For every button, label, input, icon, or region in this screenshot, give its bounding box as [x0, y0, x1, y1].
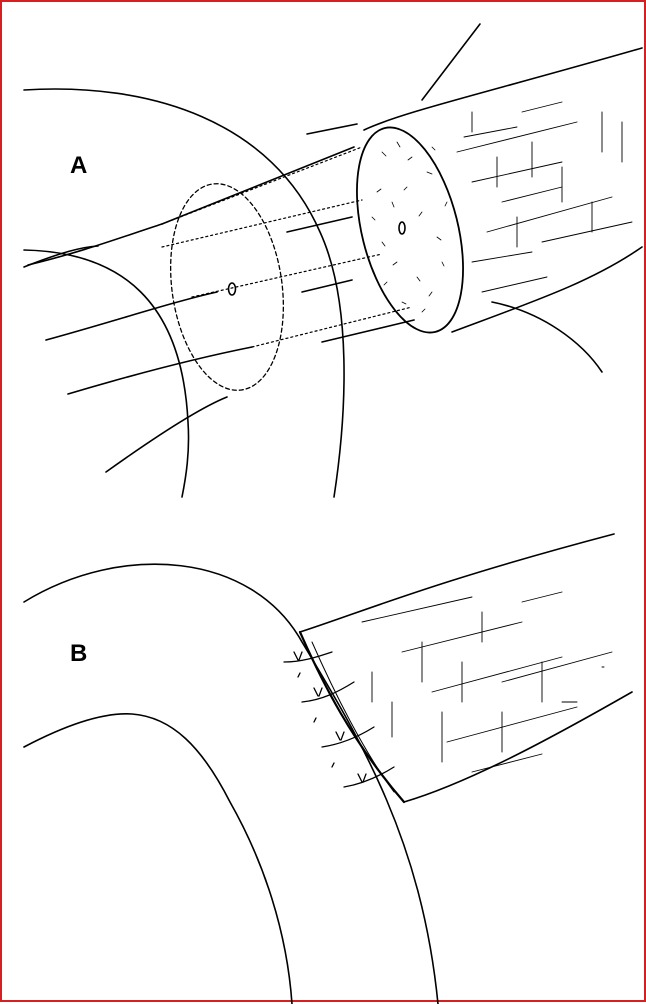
- organ-outer-contour-b: [24, 564, 438, 1004]
- graft-cylinder-bottom: [452, 247, 642, 332]
- panel-a-drawing: [24, 24, 642, 497]
- panel-label-b: B: [70, 642, 87, 666]
- panel-label-a: A: [70, 154, 87, 178]
- organ-inner-contour: [24, 250, 189, 497]
- graft-cylinder-top: [364, 48, 642, 130]
- graft-cut-face: [338, 117, 482, 344]
- graft-bottom-b: [404, 692, 632, 802]
- organ-outer-contour: [24, 89, 344, 497]
- organ-inner-contour-b: [24, 714, 292, 1004]
- graft-top-b: [300, 534, 614, 632]
- vessel-lumen-small: [229, 283, 236, 295]
- dashed-cross-section: [158, 176, 296, 397]
- suture-marks: [284, 652, 394, 787]
- panel-b-drawing: [24, 534, 632, 1004]
